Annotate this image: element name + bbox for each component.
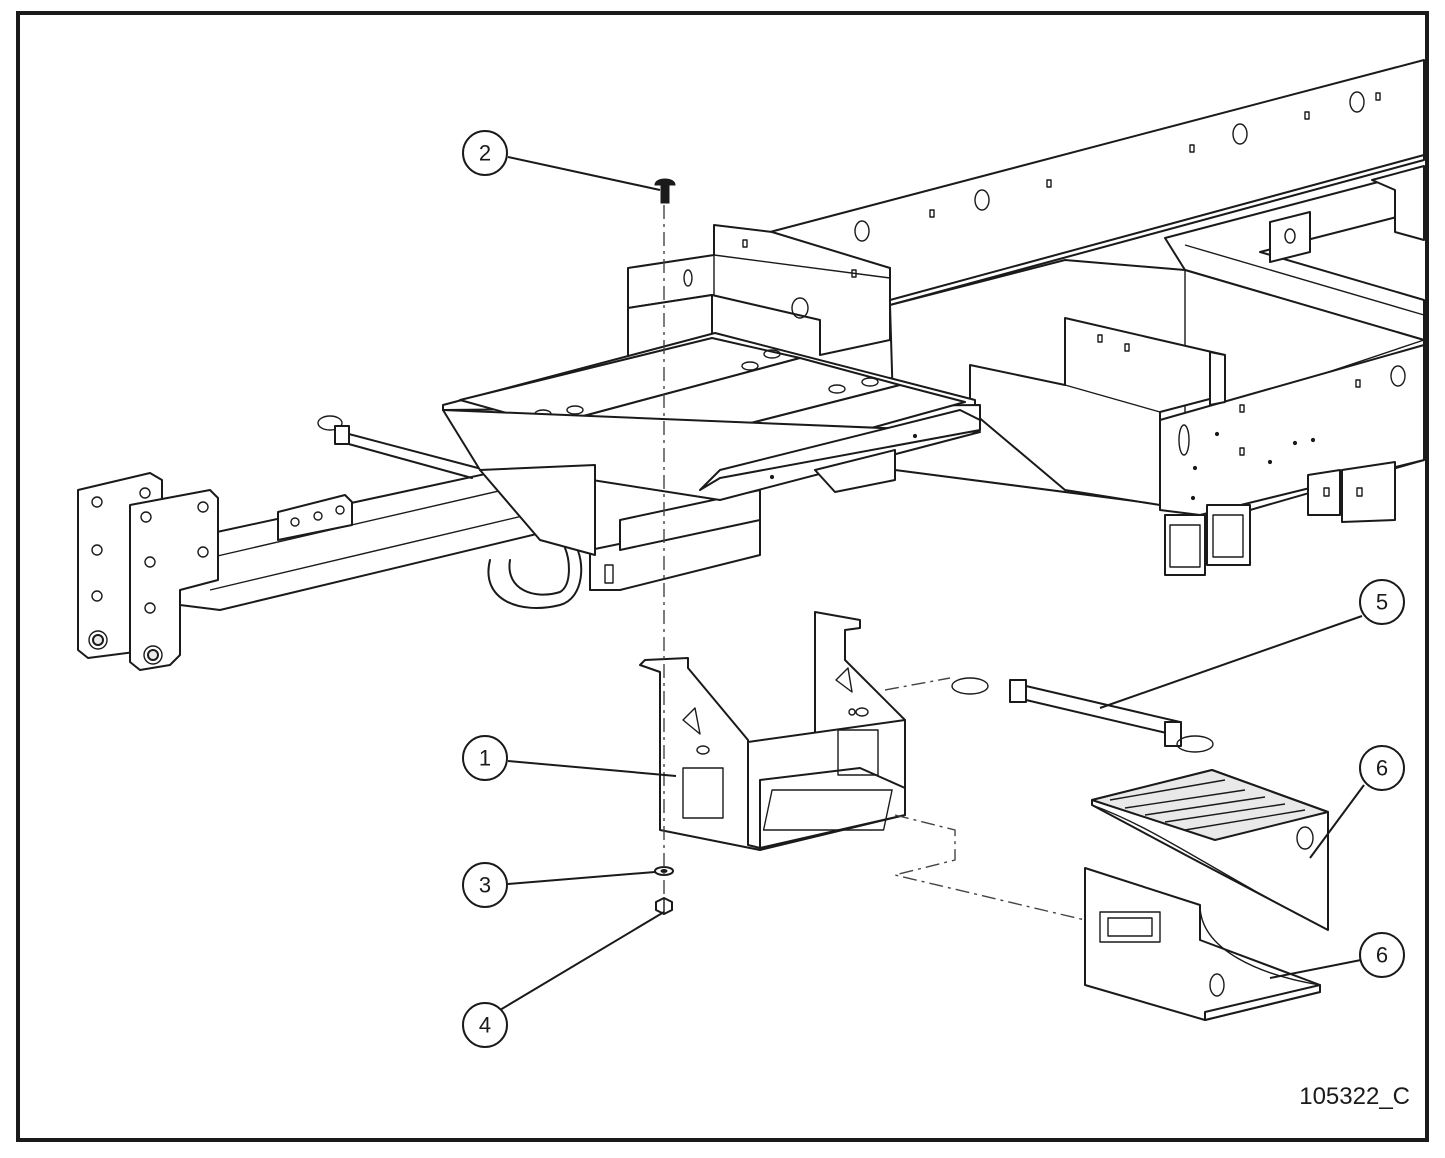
callout-6-upper-label: 6 — [1376, 756, 1388, 781]
callout-3-label: 3 — [479, 873, 491, 898]
callout-5: 5 — [1359, 579, 1405, 625]
tire-hoop — [487, 489, 761, 609]
callout-2-label: 2 — [479, 141, 491, 166]
callout-4: 4 — [462, 1002, 508, 1048]
drawing-number: 105322_C — [1299, 1083, 1410, 1110]
callout-1-label: 1 — [479, 746, 491, 771]
drawing-border — [16, 11, 1429, 1142]
frame-rails — [769, 59, 1425, 576]
callout-3: 3 — [462, 862, 508, 908]
item-6-wheel-chock-bottom — [1084, 867, 1321, 1021]
callout-4-label: 4 — [479, 1013, 491, 1038]
callout-2: 2 — [462, 130, 508, 176]
leader-lines — [499, 156, 1365, 1011]
callout-6-upper: 6 — [1359, 745, 1405, 791]
tire-platform — [442, 332, 981, 556]
callout-1: 1 — [462, 735, 508, 781]
item-4-nut — [655, 897, 673, 915]
item-2-bolt — [654, 178, 676, 204]
assembly-centerlines — [663, 205, 1086, 921]
callout-5-label: 5 — [1376, 590, 1388, 615]
item-5-strap — [951, 677, 1214, 753]
item-1-bracket — [639, 611, 906, 851]
item-6-wheel-chock-top — [1091, 769, 1329, 931]
callout-6-lower: 6 — [1359, 932, 1405, 978]
callout-6-lower-label: 6 — [1376, 943, 1388, 968]
